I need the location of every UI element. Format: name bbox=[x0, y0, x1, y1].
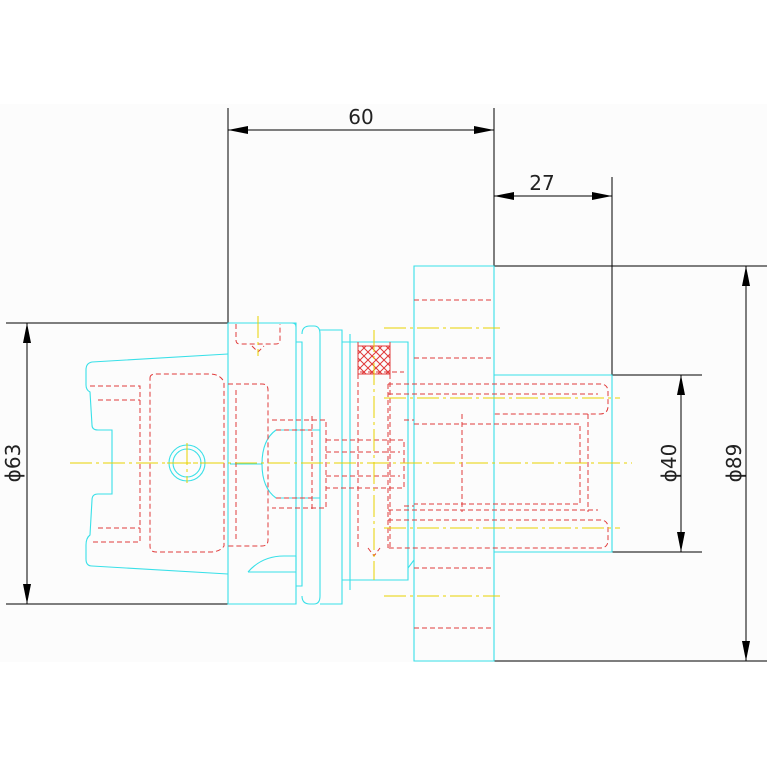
dimension-label-phi63: ϕ63 bbox=[1, 444, 25, 483]
dimension-top-27: 27 bbox=[494, 171, 613, 375]
dimension-label-phi40: ϕ40 bbox=[657, 444, 681, 483]
part-outline bbox=[85, 265, 613, 662]
dimension-label-phi89: ϕ89 bbox=[722, 444, 746, 483]
center-lines bbox=[70, 316, 632, 597]
dimension-right-diameter-89: ϕ89 bbox=[494, 265, 767, 662]
dimension-label-27: 27 bbox=[529, 171, 554, 195]
drawing-area bbox=[0, 104, 767, 662]
dimension-left-diameter-63: ϕ63 bbox=[1, 322, 228, 605]
dimension-label-60: 60 bbox=[348, 105, 373, 129]
dimension-right-diameter-40: ϕ40 bbox=[612, 374, 702, 553]
hidden-lines bbox=[90, 299, 609, 629]
dimension-top-60: 60 bbox=[227, 105, 495, 323]
